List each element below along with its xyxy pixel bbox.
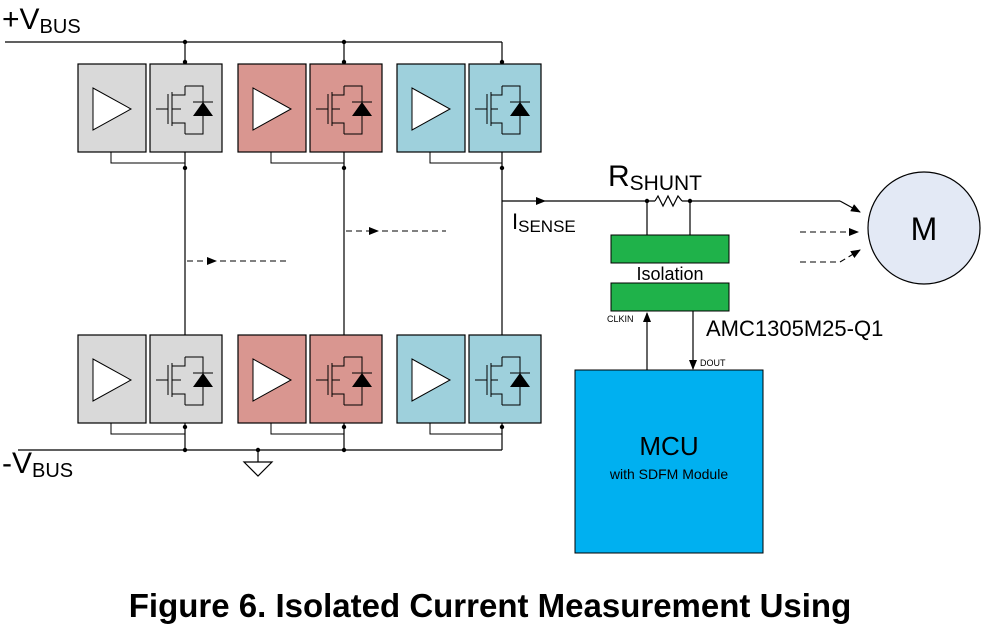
- isolation-label: Isolation: [636, 264, 703, 284]
- vbus-negative-label: -VBUS: [2, 447, 73, 482]
- switch-modules: [77, 63, 542, 435]
- sense-line: [502, 194, 861, 235]
- amplifier-icon: [252, 358, 293, 402]
- diode-icon: [352, 102, 372, 116]
- mosfet-box: [149, 63, 223, 153]
- isolation-bar-bottom: [610, 282, 730, 312]
- dout-label: DOUT: [700, 358, 726, 368]
- switch-module-phase1-high: [77, 63, 223, 164]
- ground-icon: [242, 450, 274, 477]
- switch-module-phase1-low: [77, 334, 223, 435]
- dashed-current-paths: [187, 227, 861, 265]
- switch-module-phase2-low: [237, 334, 383, 435]
- mcu-label: MCU: [639, 431, 698, 461]
- driver-return-wire: [429, 423, 502, 435]
- amplifier-icon: [411, 87, 452, 131]
- amplifier-icon: [92, 87, 133, 131]
- motor-label: M: [911, 211, 938, 247]
- vbus-positive-label: +VBUS: [2, 3, 81, 38]
- diode-icon: [352, 373, 372, 387]
- amplifier-icon: [411, 358, 452, 402]
- figure-caption: Figure 6. Isolated Current Measurement U…: [129, 587, 852, 624]
- rshunt-label: RSHUNT: [608, 160, 702, 195]
- switch-module-phase3-low: [396, 334, 542, 435]
- mosfet-box: [309, 63, 383, 153]
- amplifier-icon: [92, 358, 133, 402]
- switch-module-phase3-high: [396, 63, 542, 164]
- diode-icon: [510, 373, 530, 387]
- diode-icon: [193, 373, 213, 387]
- driver-return-wire: [110, 152, 185, 164]
- driver-return-wire: [110, 423, 185, 435]
- driver-return-wire: [429, 152, 502, 164]
- driver-return-wire: [270, 423, 344, 435]
- clkin-label: CLKIN: [607, 314, 634, 324]
- mosfet-box: [149, 334, 223, 424]
- mosfet-box: [468, 334, 542, 424]
- mcu-block: [574, 369, 764, 554]
- isolation-bar-top: [610, 234, 730, 264]
- driver-return-wire: [270, 152, 344, 164]
- part-number-label: AMC1305M25-Q1: [706, 316, 883, 341]
- motor-icon: [867, 171, 981, 285]
- amplifier-icon: [252, 87, 293, 131]
- diode-icon: [193, 102, 213, 116]
- mosfet-box: [468, 63, 542, 153]
- mcu-sub-label: with SDFM Module: [609, 466, 728, 482]
- shunt-resistor-icon: [654, 194, 683, 208]
- isense-label: ISENSE: [512, 209, 576, 236]
- mosfet-box: [309, 334, 383, 424]
- adc-signal-lines: [643, 311, 697, 370]
- switch-module-phase2-high: [237, 63, 383, 164]
- diode-icon: [510, 102, 530, 116]
